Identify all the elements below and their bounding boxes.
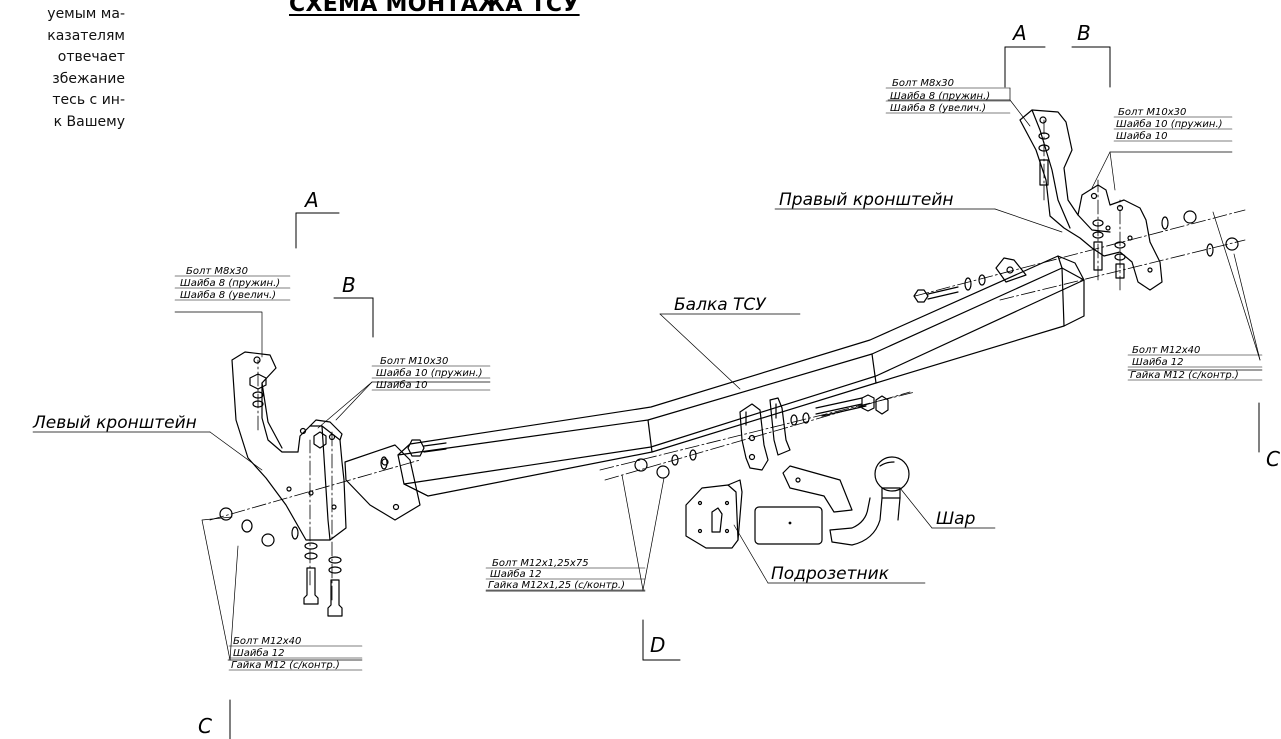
label-left-bracket: Левый кронштейн xyxy=(32,413,197,433)
side-note-line: к Вашему xyxy=(53,113,125,130)
side-note-line: тесь с ин- xyxy=(52,92,125,108)
callout-left-b-line1: Болт М10х30 xyxy=(380,356,448,367)
center-plates xyxy=(739,397,791,471)
left-fasteners xyxy=(219,373,447,617)
right-bracket xyxy=(1019,109,1163,291)
view-letter-a-right: A xyxy=(1011,21,1027,45)
label-beam: Балка ТСУ xyxy=(674,295,767,315)
label-socket-plate: Подрозетник xyxy=(771,564,890,584)
callout-right-c-line1: Болт М12х40 xyxy=(1132,345,1200,356)
callout-left-a-line3: Шайба 8 (увелич.) xyxy=(180,289,276,301)
assembly-axes xyxy=(209,119,1246,601)
callout-right-b-line3: Шайба 10 xyxy=(1116,130,1168,142)
callout-left-a-line1: Болт М8х30 xyxy=(186,266,248,277)
view-letter-d: D xyxy=(650,633,665,657)
callout-d-line2: Шайба 12 xyxy=(490,568,542,580)
callout-right-c-line2: Шайба 12 xyxy=(1132,356,1184,368)
view-letter-b-right: B xyxy=(1077,21,1091,45)
callout-underlines xyxy=(174,87,1263,671)
callout-d-line1: Болт М12х1,25х75 xyxy=(492,558,589,569)
callout-right-b-line2: Шайба 10 (пружин.) xyxy=(1116,118,1223,130)
leader-lines xyxy=(32,87,1263,661)
view-letter-a-left: A xyxy=(303,188,319,212)
side-note-line: казателям xyxy=(47,27,125,44)
left-bracket xyxy=(231,351,347,541)
callout-right-a-line1: Болт М8х30 xyxy=(892,78,954,89)
view-letter-c-right: C xyxy=(1266,447,1280,471)
hitch-beam xyxy=(344,255,1085,521)
label-right-bracket: Правый кронштейн xyxy=(779,190,954,210)
callout-right-b-line1: Болт М10х30 xyxy=(1118,107,1186,118)
socket-plate xyxy=(685,479,743,549)
label-ball: Шар xyxy=(936,509,976,529)
view-letter-b-left: B xyxy=(342,273,356,297)
side-note-line: отвечает xyxy=(57,49,125,65)
callout-left-a-line2: Шайба 8 (пружин.) xyxy=(180,277,280,289)
right-fasteners xyxy=(913,132,1239,303)
callout-left-c-line2: Шайба 12 xyxy=(233,647,285,659)
section-markers xyxy=(229,46,1260,739)
callout-left-c-line3: Гайка М12 (с/контр.) xyxy=(231,660,340,671)
tow-ball xyxy=(782,456,910,546)
page-title: СХЕМА МОНТАЖА ТСУ xyxy=(289,0,580,17)
side-note-line: уемым ма- xyxy=(47,6,125,22)
callout-d-line3: Гайка М12х1,25 (с/контр.) xyxy=(488,580,625,591)
callout-left-b-line2: Шайба 10 (пружин.) xyxy=(376,367,483,379)
view-letter-c-left: C xyxy=(198,714,212,738)
side-note-line: збежание xyxy=(52,70,125,87)
callout-right-a-line2: Шайба 8 (пружин.) xyxy=(890,90,990,102)
callout-left-b-line3: Шайба 10 xyxy=(376,379,428,391)
center-fasteners xyxy=(634,394,889,479)
socket-box xyxy=(754,506,823,545)
side-note-text: уемым ма- казателям отвечает збежание те… xyxy=(0,4,125,133)
callout-right-c-line3: Гайка М12 (с/контр.) xyxy=(1130,370,1239,381)
callout-right-a-line3: Шайба 8 (увелич.) xyxy=(890,102,986,114)
callout-left-c-line1: Болт М12х40 xyxy=(233,636,301,647)
